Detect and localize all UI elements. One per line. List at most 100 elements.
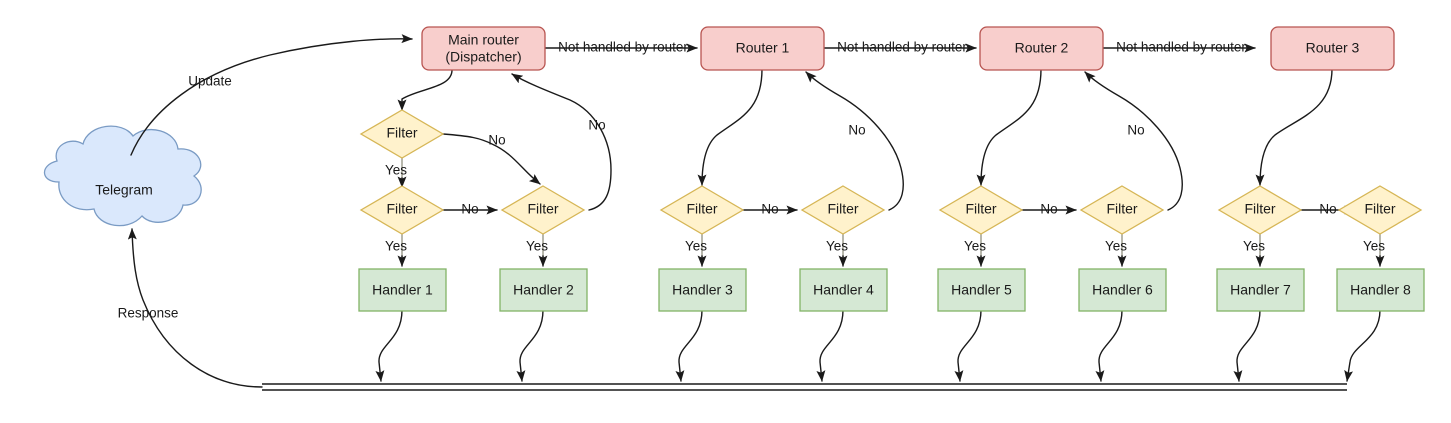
handler-5-label: Handler 5 <box>951 282 1012 298</box>
edge-label-no-2: No <box>461 202 478 217</box>
edge-response <box>127 228 263 388</box>
router-3-box <box>1270 26 1395 71</box>
edge-router3-to-filter8 <box>1255 68 1333 186</box>
edge-label-yes-1: Yes <box>385 163 407 178</box>
filter-8-diamond <box>1217 185 1303 235</box>
node-filter-7[interactable]: Filter <box>1079 185 1165 235</box>
handler-1-box <box>358 268 447 312</box>
node-handler-4[interactable]: Handler 4 <box>799 268 888 312</box>
edge-router1-to-filter4 <box>697 68 763 186</box>
node-handler-8[interactable]: Handler 8 <box>1336 268 1425 312</box>
edge-label-yes-8: Yes <box>1243 239 1265 254</box>
edge-filter7-no-to-router2 <box>1084 71 1183 211</box>
filter-9-label: Filter <box>1364 201 1395 217</box>
edge-label-update: Update <box>188 74 232 89</box>
edge-filter5-no-to-router1 <box>805 71 904 211</box>
edge-update <box>130 34 413 156</box>
filter-1-diamond <box>359 109 445 159</box>
edge-main-to-filter1 <box>397 69 453 111</box>
main-router-label-line1: Main router <box>448 32 519 48</box>
filter-2-label: Filter <box>386 201 417 217</box>
filter-6-label: Filter <box>965 201 996 217</box>
node-handler-7[interactable]: Handler 7 <box>1216 268 1305 312</box>
node-handler-1[interactable]: Handler 1 <box>358 268 447 312</box>
filter-8-label: Filter <box>1244 201 1275 217</box>
filter-7-diamond <box>1079 185 1165 235</box>
edge-label-yes-4: Yes <box>685 239 707 254</box>
filter-1-label: Filter <box>386 125 417 141</box>
node-router-1[interactable]: Router 1 <box>700 26 825 71</box>
main-router-label-line2: (Dispatcher) <box>445 49 521 65</box>
node-filter-5[interactable]: Filter <box>800 185 886 235</box>
node-filter-2[interactable]: Filter <box>359 185 445 235</box>
handler-4-box <box>799 268 888 312</box>
edge-label-not-handled-1: Not handled by router <box>558 40 688 55</box>
edge-handler8-to-bus <box>1344 309 1381 382</box>
node-handler-5[interactable]: Handler 5 <box>937 268 1026 312</box>
router-2-label: Router 2 <box>1015 40 1069 56</box>
edge-handler6-to-bus <box>1095 309 1123 382</box>
edge-label-yes-3: Yes <box>526 239 548 254</box>
node-filter-9[interactable]: Filter <box>1337 185 1423 235</box>
node-handler-2[interactable]: Handler 2 <box>499 268 588 312</box>
edge-label-no-8: No <box>1319 202 1336 217</box>
edge-handler2-to-bus <box>516 309 544 382</box>
handler-8-label: Handler 8 <box>1350 282 1411 298</box>
filter-5-label: Filter <box>827 201 858 217</box>
filter-7-label: Filter <box>1106 201 1137 217</box>
node-filter-1[interactable]: Filter <box>359 109 445 159</box>
node-filter-6[interactable]: Filter <box>938 185 1024 235</box>
edge-handler3-to-bus <box>675 309 703 382</box>
handler-5-box <box>937 268 1026 312</box>
edge-label-no-7: No <box>1127 123 1144 138</box>
filter-4-label: Filter <box>686 201 717 217</box>
node-handler-3[interactable]: Handler 3 <box>658 268 747 312</box>
filter-3-label: Filter <box>527 201 558 217</box>
node-filter-4[interactable]: Filter <box>659 185 745 235</box>
node-main-router[interactable]: Main router (Dispatcher) <box>421 26 546 71</box>
edge-label-not-handled-3: Not handled by router <box>1116 40 1246 55</box>
edge-handler5-to-bus <box>954 309 982 382</box>
edge-label-no-4: No <box>761 202 778 217</box>
filter-6-diamond <box>938 185 1024 235</box>
filter-9-diamond <box>1337 185 1423 235</box>
edge-label-no-3: No <box>588 118 605 133</box>
node-router-2[interactable]: Router 2 <box>979 26 1104 71</box>
node-handler-6[interactable]: Handler 6 <box>1078 268 1167 312</box>
handler-7-label: Handler 7 <box>1230 282 1291 298</box>
edge-label-no-1: No <box>488 133 505 148</box>
handler-3-box <box>658 268 747 312</box>
edge-label-yes-6: Yes <box>964 239 986 254</box>
filter-5-diamond <box>800 185 886 235</box>
node-filter-8[interactable]: Filter <box>1217 185 1303 235</box>
handler-4-label: Handler 4 <box>813 282 874 298</box>
edge-handler7-to-bus <box>1233 309 1261 382</box>
node-filter-3[interactable]: Filter <box>500 185 586 235</box>
handler-8-box <box>1336 268 1425 312</box>
handler-6-label: Handler 6 <box>1092 282 1153 298</box>
telegram-cloud-node[interactable]: Telegram <box>43 125 202 227</box>
router-2-box <box>979 26 1104 71</box>
edge-label-yes-5: Yes <box>826 239 848 254</box>
cloud-icon <box>43 125 202 227</box>
edge-label-no-6: No <box>1040 202 1057 217</box>
handler-7-box <box>1216 268 1305 312</box>
edge-label-yes-2: Yes <box>385 239 407 254</box>
handler-2-label: Handler 2 <box>513 282 574 298</box>
router-1-box <box>700 26 825 71</box>
node-router-3[interactable]: Router 3 <box>1270 26 1395 71</box>
edge-filter3-no-to-main <box>511 73 612 211</box>
edge-label-no-5: No <box>848 123 865 138</box>
edge-handler4-to-bus <box>816 309 844 382</box>
router-3-label: Router 3 <box>1306 40 1360 56</box>
handler-2-box <box>499 268 588 312</box>
handler-3-label: Handler 3 <box>672 282 733 298</box>
edge-filter1-no-to-filter3 <box>442 133 541 185</box>
cloud-label: Telegram <box>95 182 153 198</box>
response-bus <box>262 383 1347 391</box>
handler-1-label: Handler 1 <box>372 282 433 298</box>
edge-handler1-to-bus <box>375 309 403 382</box>
router-1-label: Router 1 <box>736 40 790 56</box>
